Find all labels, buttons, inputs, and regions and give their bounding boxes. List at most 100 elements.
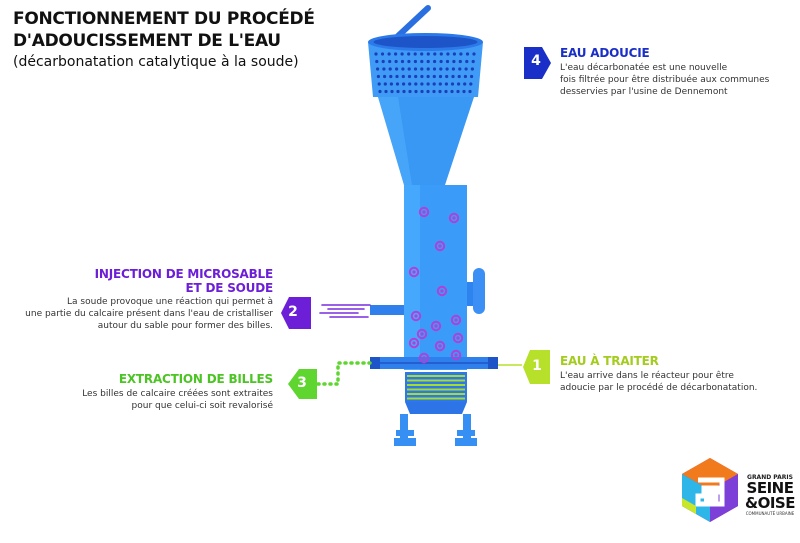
step1-desc-line1: L'eau arrive dans le réacteur pour être (560, 371, 734, 381)
step3-number: 3 (297, 375, 307, 391)
filter-dot (433, 52, 437, 56)
filter-dot (450, 89, 454, 94)
filter-dot (445, 74, 449, 79)
side-flange (467, 268, 485, 314)
bead (450, 349, 462, 361)
step4-heading: EAU ADOUCIE (560, 46, 650, 60)
filter-dot (413, 52, 417, 56)
top-handle-icon (395, 5, 431, 39)
filter-dot (471, 59, 475, 64)
seine-oise-logo-icon (682, 458, 738, 522)
bead-core (412, 270, 416, 274)
filter-dot (389, 82, 393, 86)
filter-dot (433, 59, 437, 64)
filter-dot (383, 74, 387, 79)
filter-dot (407, 52, 411, 56)
filter-dot (382, 67, 386, 71)
filter-dot (469, 82, 473, 86)
bead (434, 240, 446, 252)
top-filter-cylinder (368, 33, 483, 97)
filter-dot (420, 52, 424, 56)
step2-number: 2 (288, 304, 298, 320)
bead-core (434, 324, 438, 328)
filter-dot (458, 67, 462, 71)
filter-dot (387, 52, 391, 56)
filter-dot (394, 59, 398, 64)
filter-dot (465, 59, 469, 64)
logo-bottom: COMMUNAUTÉ URBAINE (745, 511, 795, 516)
step4-number: 4 (531, 53, 541, 69)
filter-dot (407, 74, 412, 79)
coil-section (405, 372, 467, 402)
title-block: FONCTIONNEMENT DU PROCÉDÉ D'ADOUCISSEMEN… (13, 8, 315, 72)
filter-dot (420, 59, 424, 64)
step2-badge-icon (281, 297, 311, 329)
filter-dot (389, 74, 393, 79)
page-subtitle: (décarbonatation catalytique à la soude) (13, 54, 299, 70)
filter-dot (401, 74, 405, 79)
filter-dot (426, 59, 430, 64)
filter-dot (420, 82, 424, 86)
step3-desc-line1: Les billes de calcaire créées sont extra… (82, 389, 273, 399)
inlet-pipe (370, 357, 498, 369)
step2-desc-line1: La soude provoque une réaction qui perme… (67, 297, 273, 307)
filter-dot (395, 74, 399, 79)
filter-dot (457, 82, 461, 86)
filter-dot (407, 59, 411, 64)
step2-desc-line2: une partie du calcaire présent dans l'ea… (25, 309, 273, 319)
bead-core (440, 289, 444, 293)
filter-dot (463, 82, 467, 86)
filter-dot (444, 82, 448, 86)
logo-line2: &OISE (745, 494, 795, 512)
filter-dot (388, 67, 392, 71)
filter-dot (378, 89, 382, 94)
bead-core (422, 210, 426, 214)
filter-dot (465, 52, 470, 56)
page-title-line2: D'ADOUCISSEMENT DE L'EAU (13, 31, 281, 51)
step4-desc-line2: fois filtrée pour être distribuée aux co… (560, 75, 770, 85)
filter-dot (401, 67, 405, 71)
filter-dot (426, 74, 430, 79)
filter-dot (456, 89, 460, 94)
filter-dot (388, 59, 392, 64)
bead (408, 266, 420, 278)
filter-dot (439, 52, 443, 56)
filter-dot (451, 67, 455, 71)
filter-dot (472, 52, 476, 56)
filter-dot (420, 67, 424, 71)
filter-dot (426, 89, 430, 94)
logo-top: GRAND PARIS (747, 474, 793, 481)
step1-heading: EAU À TRAITER (560, 354, 659, 368)
bead (434, 340, 446, 352)
bead-core (454, 353, 458, 357)
filter-dot (414, 89, 418, 94)
filter-dot (396, 89, 400, 94)
injection-pipe (370, 305, 404, 315)
step4-desc-line1: L'eau décarbonatée est une nouvelle (560, 63, 728, 73)
filter-dot (464, 67, 468, 71)
filter-dot (445, 59, 450, 64)
filter-dot (462, 89, 466, 94)
bead (408, 337, 420, 349)
filter-dot (381, 59, 385, 64)
bead (410, 310, 422, 322)
step3-extraction-path (316, 361, 372, 386)
step4-desc-line3: desservies par l'usine de Dennemont (560, 87, 728, 97)
filter-dot (439, 67, 443, 71)
filter-dot (408, 89, 412, 94)
calcium-beads (408, 206, 464, 364)
bead (448, 212, 460, 224)
bead-core (420, 332, 424, 336)
filter-dots (374, 52, 476, 94)
filter-dot (384, 89, 388, 94)
filter-dot (426, 52, 430, 56)
bead (418, 352, 430, 364)
filter-dot (451, 74, 455, 79)
filter-dot (400, 52, 404, 56)
filter-dot (432, 89, 436, 94)
filter-dot (376, 67, 380, 71)
filter-dot (413, 59, 417, 64)
filter-dot (452, 59, 456, 64)
filter-dot (426, 67, 430, 71)
